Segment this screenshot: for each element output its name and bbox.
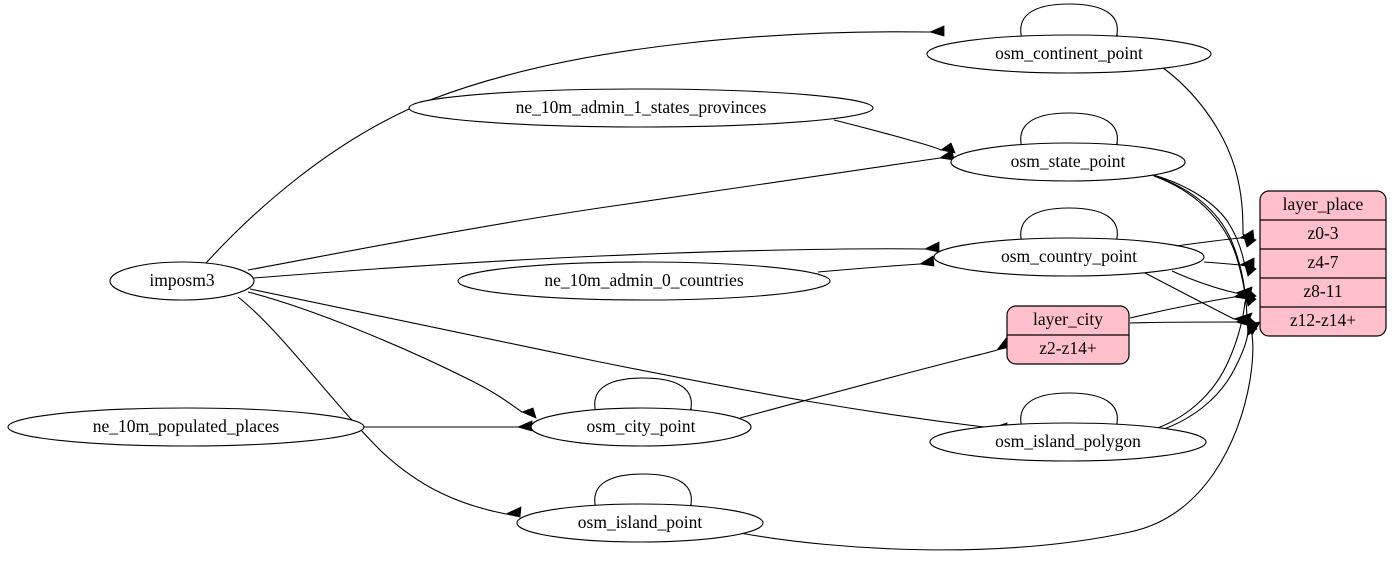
node-layer: imposm3 ne_10m_admin_1_states_provinces …: [7, 34, 1212, 543]
node-label-osm-city-point: osm_city_point: [587, 416, 696, 436]
node-ne-10m-admin-1-states-provinces[interactable]: ne_10m_admin_1_states_provinces: [408, 88, 874, 128]
node-label-osm-island-point: osm_island_point: [578, 512, 703, 532]
edge-imposm3-to-osm-continent-point: [205, 25, 945, 264]
node-label-ne-10m-populated-places: ne_10m_populated_places: [93, 416, 280, 436]
node-ne-10m-populated-places[interactable]: ne_10m_populated_places: [7, 407, 365, 447]
node-label-osm-country-point: osm_country_point: [1001, 246, 1137, 266]
node-osm-city-point[interactable]: osm_city_point: [530, 407, 752, 447]
record-row-layer-city-header: layer_city: [1033, 309, 1103, 329]
edge-imposm3-to-osm-country-point: [253, 241, 940, 279]
node-label-imposm3: imposm3: [149, 270, 214, 290]
record-node-layer-place[interactable]: layer_place z0-3 z4-7 z8-11 z12-z14+: [1259, 190, 1387, 337]
edge-osm-country-point-to-layer-place-z0-3: [1175, 229, 1255, 247]
edge-osm-island-polygon-to-layer-place-z12-z14: [1154, 317, 1259, 433]
node-osm-country-point[interactable]: osm_country_point: [933, 237, 1205, 277]
edge-osm-island-polygon-to-layer-place-z8-11: [1151, 288, 1257, 431]
record-row-layer-place-z12-z14[interactable]: z12-z14+: [1290, 310, 1356, 330]
edge-osm-city-point-to-layer-city-z2-z14: [739, 336, 1012, 419]
edge-osm-island-point-to-layer-place-z12-z14: [739, 321, 1261, 551]
record-node-layer: layer_place z0-3 z4-7 z8-11 z12-z14+ lay…: [1006, 190, 1387, 365]
record-row-layer-place-z4-7[interactable]: z4-7: [1307, 252, 1338, 272]
node-imposm3[interactable]: imposm3: [109, 261, 255, 301]
edge-ne-admin-1-to-osm-state-point: [833, 119, 956, 154]
edge-osm-country-point-to-layer-place-z12-z14: [1144, 272, 1253, 324]
record-node-layer-city[interactable]: layer_city z2-z14+: [1006, 305, 1130, 365]
node-label-osm-state-point: osm_state_point: [1011, 151, 1126, 171]
record-row-layer-place-header: layer_place: [1283, 194, 1364, 214]
node-osm-continent-point[interactable]: osm_continent_point: [926, 34, 1212, 74]
edge-imposm3-to-osm-state-point: [247, 149, 955, 271]
node-label-ne-10m-admin-0-countries: ne_10m_admin_0_countries: [544, 270, 743, 290]
node-osm-island-polygon[interactable]: osm_island_polygon: [929, 422, 1207, 462]
record-row-layer-city-z2-z14[interactable]: z2-z14+: [1039, 338, 1097, 358]
node-label-osm-island-polygon: osm_island_polygon: [995, 431, 1141, 451]
edge-ne-admin-0-to-osm-country-point: [817, 255, 935, 273]
node-osm-island-point[interactable]: osm_island_point: [516, 503, 764, 543]
node-ne-10m-admin-0-countries[interactable]: ne_10m_admin_0_countries: [457, 261, 831, 301]
edge-imposm3-to-osm-city-point: [247, 291, 537, 419]
record-row-layer-place-z8-11[interactable]: z8-11: [1303, 281, 1342, 301]
node-label-osm-continent-point: osm_continent_point: [995, 43, 1143, 63]
edge-layer-city-to-layer-place-z8-11: [1129, 288, 1249, 319]
node-osm-state-point[interactable]: osm_state_point: [950, 142, 1186, 182]
edge-ne-populated-places-to-osm-city-point: [364, 420, 533, 432]
edge-osm-country-point-to-layer-place-z4-7: [1203, 257, 1255, 269]
record-row-layer-place-z0-3[interactable]: z0-3: [1307, 223, 1338, 243]
node-label-ne-10m-admin-1-states-provinces: ne_10m_admin_1_states_provinces: [516, 97, 767, 117]
edge-imposm3-to-osm-island-point: [237, 296, 522, 518]
